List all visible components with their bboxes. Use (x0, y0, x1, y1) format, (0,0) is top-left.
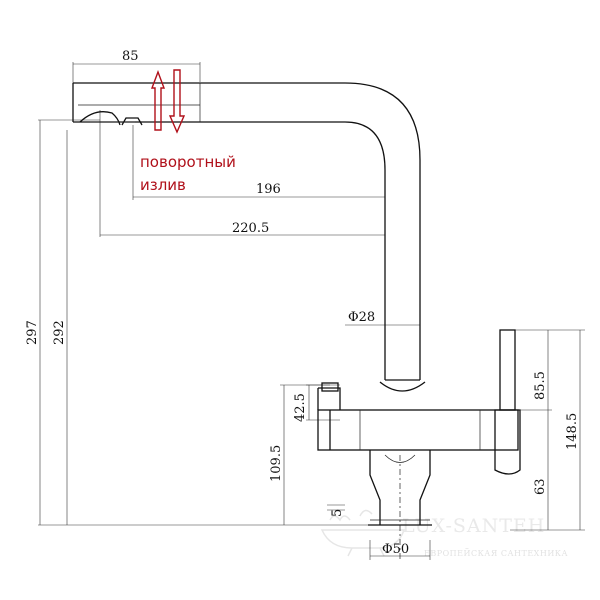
dim-handle-42: 42.5 (293, 393, 308, 422)
dim-small-5: 5 (330, 509, 345, 517)
dim-height-297: 297 (25, 320, 40, 345)
watermark: LUX-SANTEH ЕВРОПЕЙСКАЯ САНТЕХНИКА (322, 510, 568, 558)
dim-reach-196: 196 (256, 182, 281, 197)
dim-right-63: 63 (533, 478, 548, 495)
dimension-labels: 85 196 220.5 297 292 Φ28 42.5 109.5 85.5… (25, 49, 580, 557)
dim-base-diameter: Φ50 (382, 542, 409, 557)
dimension-lines (38, 62, 585, 560)
dim-reach-220: 220.5 (232, 221, 269, 236)
dim-right-85: 85.5 (533, 371, 548, 400)
dim-height-292: 292 (52, 320, 67, 345)
swivel-label-line1: поворотный (140, 153, 236, 171)
swivel-arrows (152, 70, 184, 132)
dim-pipe-diameter: Φ28 (348, 310, 375, 325)
arrow-up-icon (152, 72, 164, 130)
watermark-tagline: ЕВРОПЕЙСКАЯ САНТЕХНИКА (424, 549, 568, 558)
dim-right-148: 148.5 (565, 413, 580, 450)
swivel-label-line2: излив (140, 176, 186, 194)
arrow-down-icon (170, 70, 184, 132)
dim-top-width: 85 (122, 49, 139, 64)
watermark-brand: LUX-SANTEH (402, 515, 545, 537)
dim-body-109: 109.5 (269, 445, 284, 482)
